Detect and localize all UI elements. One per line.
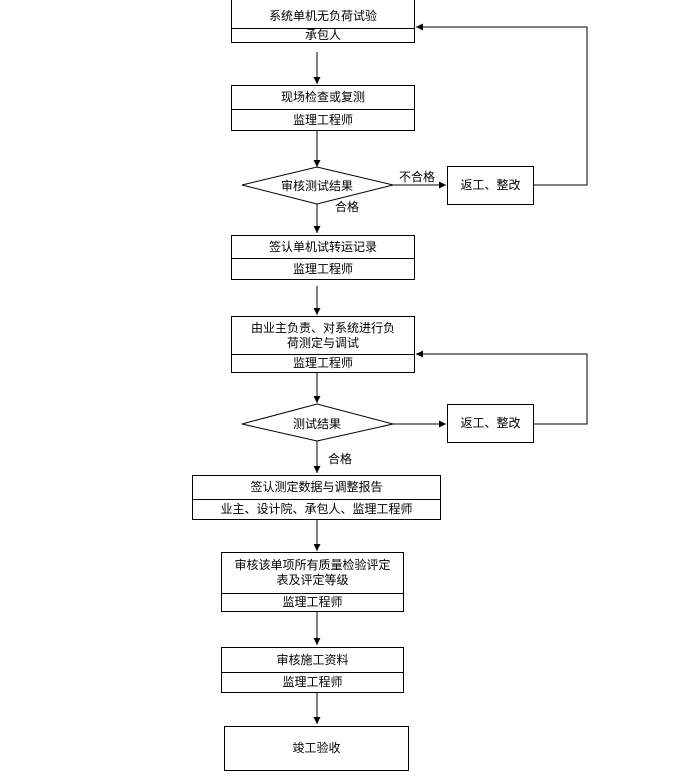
step-title: 审核施工资料: [276, 652, 349, 667]
step-role: 监理工程师: [232, 109, 414, 130]
fail-label: 不合格: [399, 170, 436, 184]
step-role: 监理工程师: [222, 672, 403, 692]
rework-label: 返工、整改: [460, 416, 521, 430]
step-box-5: 签认测定数据与调整报告 业主、设计院、承包人、监理工程师: [192, 475, 441, 520]
step-box-7: 审核施工资料 监理工程师: [221, 647, 404, 693]
rework-box-1: 返工、整改: [447, 166, 534, 205]
loop-rework1-to-step1: [416, 23, 588, 186]
pass-label-2: 合格: [328, 452, 353, 466]
step-title: 签认测定数据与调整报告: [250, 480, 383, 494]
step-title: 系统单机无负荷试验: [268, 9, 377, 23]
step-box-8: 竣工验收: [224, 726, 409, 771]
step-box-6: 审核该单项所有质量检验评定表及评定等级 监理工程师: [221, 552, 404, 612]
rework-label: 返工、整改: [460, 178, 521, 192]
step-role: 业主、设计院、承包人、监理工程师: [193, 499, 440, 519]
step-title: 签认单机试转运记录: [268, 239, 377, 254]
step-title: 现场检查或复测: [280, 90, 365, 104]
pass-label-1: 合格: [335, 200, 360, 214]
step-box-2: 现场检查或复测 监理工程师: [231, 85, 415, 131]
step-box-1: 系统单机无负荷试验 承包人: [231, 0, 415, 43]
loop-rework2-to-step4: [416, 350, 588, 425]
step-role: 监理工程师: [222, 593, 403, 611]
step-title: 审核该单项所有质量检验评定表及评定等级: [234, 558, 391, 587]
decision-label-2: 测试结果: [292, 417, 341, 431]
step-title: 由业主负责、对系统进行负荷测定与调试: [250, 320, 395, 350]
decision-diamond-2: [241, 403, 394, 442]
step-role: 承包人: [232, 28, 414, 42]
step-role: 监理工程师: [232, 354, 414, 372]
step-box-3: 签认单机试转运记录 监理工程师: [231, 235, 415, 280]
decision-diamond-1: [241, 166, 394, 205]
step-box-4: 由业主负责、对系统进行负荷测定与调试 监理工程师: [231, 316, 415, 373]
step-title: 竣工验收: [292, 741, 341, 755]
decision-label-1: 审核测试结果: [280, 179, 353, 193]
rework-box-2: 返工、整改: [447, 404, 534, 443]
step-role: 监理工程师: [232, 258, 414, 279]
